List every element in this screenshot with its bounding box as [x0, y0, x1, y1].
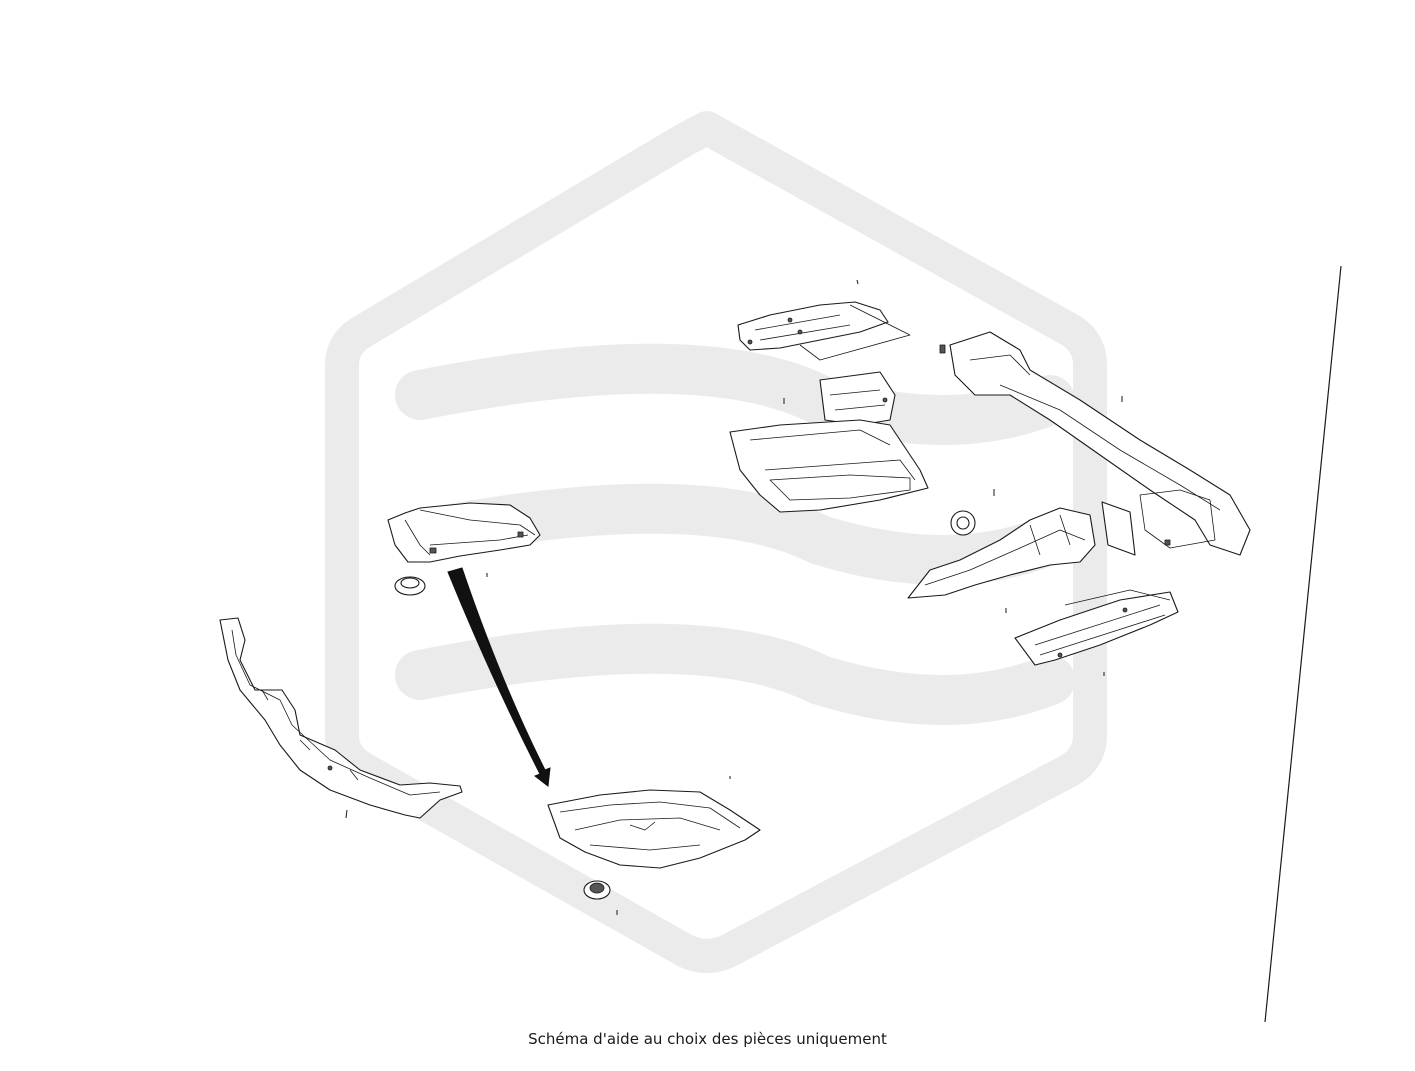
spare-wheel-well[interactable] — [547, 789, 761, 869]
hexagon-wave-logo-icon — [325, 111, 1107, 973]
mounting-plate[interactable] — [1101, 501, 1136, 556]
lower-reinforcement-plate[interactable] — [1014, 589, 1179, 666]
upper-reinforcement-plate[interactable] — [737, 301, 911, 361]
rear-floor-bracket[interactable] — [387, 502, 541, 563]
rear-crossmember-beam[interactable] — [939, 331, 1251, 556]
reference-ticks — [486, 279, 1123, 915]
rubber-plug-center[interactable] — [950, 510, 976, 536]
crossmember-bracket[interactable] — [729, 371, 929, 513]
diagram-caption: Schéma d'aide au choix des pièces unique… — [528, 1030, 887, 1048]
frame-line — [1264, 265, 1342, 1023]
tick-mark — [345, 809, 348, 819]
rubber-plug-bottom[interactable] — [583, 880, 611, 900]
rear-side-member-left[interactable] — [219, 617, 463, 819]
side-member-extension[interactable] — [907, 507, 1096, 599]
arrow-indicator — [447, 567, 551, 787]
rubber-plug-small[interactable] — [394, 576, 426, 596]
